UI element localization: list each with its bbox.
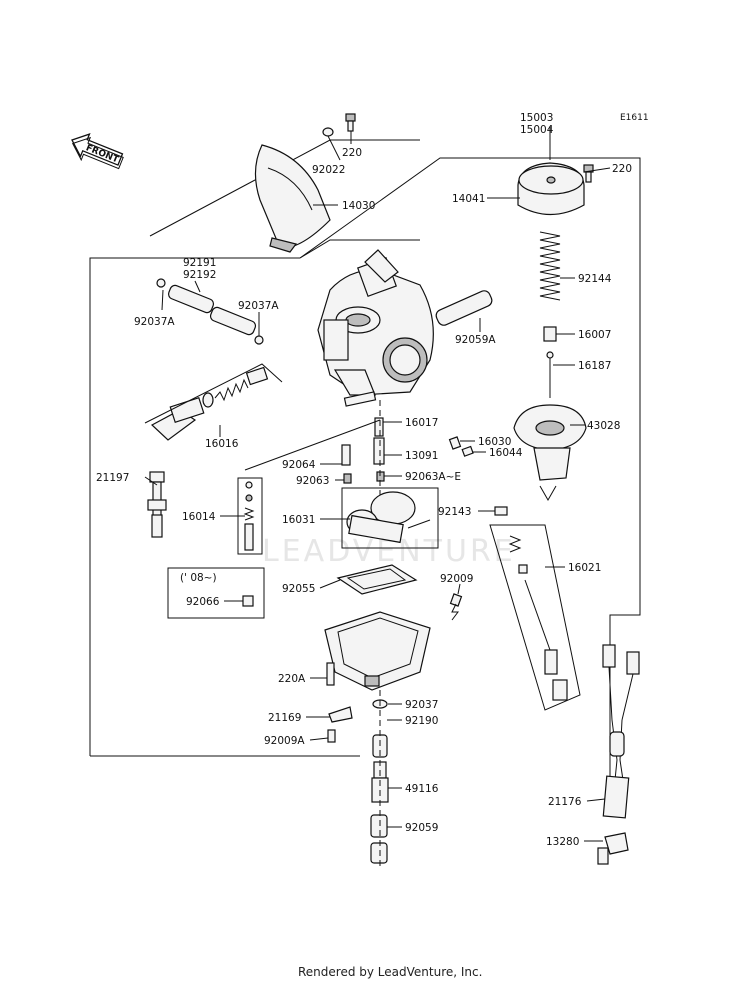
- label-220-top: 220: [342, 147, 362, 159]
- label-92066: 92066: [186, 596, 220, 608]
- diaphragm-43028: [513, 404, 587, 481]
- label-16187: 16187: [578, 360, 611, 372]
- label-15004: 15004: [520, 124, 554, 136]
- footer-text: Rendered by LeadVenture, Inc.: [298, 965, 482, 979]
- label-16017: 16017: [405, 417, 438, 429]
- washer-92022: [322, 127, 334, 137]
- jet-13091: [373, 437, 385, 465]
- diagram-code: E1611: [620, 113, 649, 123]
- label-92191: 92191: [183, 257, 216, 269]
- label-16044: 16044: [489, 447, 523, 459]
- valve-21197: [147, 471, 167, 538]
- gasket-92055: [336, 564, 418, 595]
- bracket-21169: [328, 706, 353, 723]
- label-21176: 21176: [548, 796, 582, 808]
- throttle-16031: [346, 491, 431, 544]
- label-92022: 92022: [312, 164, 345, 176]
- label-220A: 220A: [278, 673, 306, 685]
- label-92064: 92064: [282, 459, 316, 471]
- jet-16017: [374, 417, 384, 437]
- label-92059: 92059: [405, 822, 438, 834]
- cover-14030: [254, 144, 331, 253]
- heater-13280: [597, 832, 629, 865]
- screw-220-top: [345, 113, 356, 132]
- label-16014: 16014: [182, 511, 216, 523]
- screw-92009: [449, 593, 463, 621]
- tube-92192: [209, 306, 257, 336]
- part-16030: [448, 436, 462, 450]
- needle-16187: [546, 351, 554, 398]
- label-14030: 14030: [342, 200, 375, 212]
- choke-assy-16016: [150, 366, 269, 441]
- label-92037: 92037: [405, 699, 438, 711]
- tube-92059: [370, 814, 388, 864]
- assembly-frame: [89, 139, 641, 785]
- label-16031: 16031: [282, 514, 315, 526]
- leader-lines: [144, 126, 611, 842]
- tube-92191: [167, 284, 215, 314]
- screw-220A: [326, 662, 335, 686]
- label-16030: 16030: [478, 436, 511, 448]
- label-92037A-left: 92037A: [134, 316, 175, 328]
- label-21197: 21197: [96, 472, 129, 484]
- tube-92059A: [435, 290, 493, 326]
- label-92063: 92063: [296, 475, 329, 487]
- jet-92063: [343, 473, 352, 484]
- callout-labels: 15003 15004 220 92022 14030 220 14041 92…: [96, 112, 632, 848]
- label-21169: 21169: [268, 712, 301, 724]
- top-cap-14041: [517, 162, 585, 215]
- clip-92037A-left: [156, 278, 166, 288]
- label-92009: 92009: [440, 573, 473, 585]
- label-92143: 92143: [438, 506, 471, 518]
- label-92144: 92144: [578, 273, 612, 285]
- label-92037A-right: 92037A: [238, 300, 279, 312]
- label-92055: 92055: [282, 583, 315, 595]
- carburetor-body: [317, 249, 434, 407]
- label-92009A: 92009A: [264, 735, 305, 747]
- spring-92144: [539, 231, 561, 301]
- label-49116: 49116: [405, 783, 439, 795]
- float-bowl: [324, 611, 431, 691]
- label-13280: 13280: [546, 836, 579, 848]
- jet-92064: [341, 444, 351, 466]
- clip-92143: [494, 506, 508, 516]
- part-16044: [461, 445, 474, 457]
- screw-220-right: [583, 164, 594, 183]
- pilot-screw-16014: [243, 481, 255, 551]
- label-15003: 15003: [520, 112, 553, 124]
- label-14041: 14041: [452, 193, 485, 205]
- label-13091: 13091: [405, 450, 438, 462]
- label-43028: 43028: [587, 420, 620, 432]
- heater-harness-21176: [602, 644, 640, 819]
- label-92063AE: 92063A~E: [405, 471, 461, 483]
- screw-92009A: [327, 729, 336, 743]
- retainer-16007: [543, 326, 557, 342]
- part-92066: [242, 595, 254, 607]
- label-year-note: (' 08~): [180, 572, 217, 584]
- label-16016: 16016: [205, 438, 239, 450]
- label-16007: 16007: [578, 329, 611, 341]
- front-arrow-icon: FRONT: [71, 133, 124, 170]
- clip-92037A-right: [254, 335, 264, 345]
- label-92190: 92190: [405, 715, 438, 727]
- needle-assy-16021: [508, 535, 568, 701]
- label-220-right: 220: [612, 163, 632, 175]
- label-92059A: 92059A: [455, 334, 496, 346]
- label-92192: 92192: [183, 269, 216, 281]
- label-16021: 16021: [568, 562, 601, 574]
